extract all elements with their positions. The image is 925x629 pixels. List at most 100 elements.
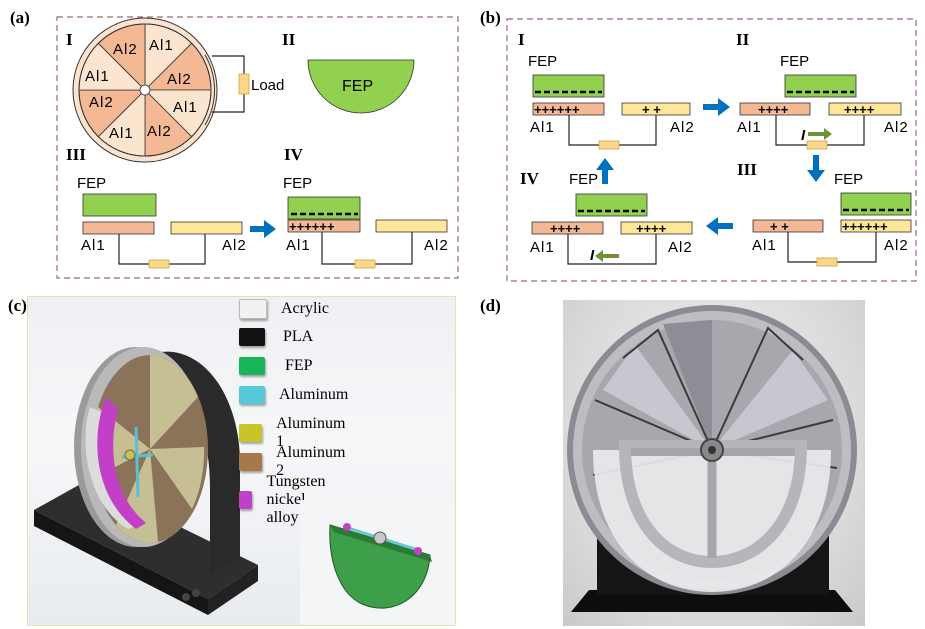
stage-iii-al1 xyxy=(82,221,155,235)
legend-swatch-aluminum-2 xyxy=(239,453,263,471)
b-ii-current-label: I xyxy=(801,127,806,144)
b-iii-al2-label: Al2 xyxy=(884,237,909,254)
b-iv-fep xyxy=(575,193,648,217)
b-stage-iv-label: IV xyxy=(520,169,540,188)
b-ii-load xyxy=(806,140,828,150)
b-ii-fep xyxy=(784,74,857,98)
disk-sector-al1-4: Al1 xyxy=(109,125,134,142)
stage-iv-al1-label: Al1 xyxy=(286,237,311,254)
b-iv-fep-label: FEP xyxy=(569,171,598,188)
load-resistor xyxy=(238,73,250,95)
panel-a-diagram: I II III IV Al2 Al1 Al1 Al2 Al2 Al1 Al1 … xyxy=(56,16,459,279)
disk-sector-al2-3: Al2 xyxy=(89,94,114,111)
fep-half-disk-label: FEP xyxy=(342,78,373,95)
b-stage-i-label: I xyxy=(518,30,525,49)
disk-sector-al1-2: Al1 xyxy=(85,68,110,85)
stage-iii-fep-label: FEP xyxy=(77,175,106,192)
panel-c-label: (c) xyxy=(8,296,27,315)
disk-sector-al1-3: Al1 xyxy=(173,99,198,116)
b-i-fep xyxy=(532,74,605,98)
fep-inset-render xyxy=(300,500,455,625)
legend-swatch-aluminum xyxy=(239,386,265,404)
arrow-ii-to-iii xyxy=(807,155,825,182)
panel-a-frame xyxy=(56,16,459,279)
stage-iv-fep-label: FEP xyxy=(283,175,312,192)
panel-b-label: (b) xyxy=(480,8,501,27)
b-iv-al1-label: Al1 xyxy=(530,239,555,256)
legend-item-acrylic: Acrylic xyxy=(239,299,329,319)
device-photo xyxy=(567,305,857,612)
legend-swatch-acrylic xyxy=(239,299,267,319)
disk-sector-al2-4: Al2 xyxy=(147,123,172,140)
disk-sector-al2-2: Al2 xyxy=(167,71,192,88)
b-iv-al2-charges: ++++ xyxy=(636,221,667,236)
stage-iv-fep xyxy=(287,196,361,220)
panel-c-render: Acrylic PLA FEP Aluminum Aluminum 1 Alum… xyxy=(27,296,456,626)
legend-label-aluminum: Aluminum xyxy=(279,386,349,403)
b-iii-al1-label: Al1 xyxy=(752,237,777,254)
legend-item-tungsten: Tungsten nickel alloy xyxy=(239,473,338,527)
load-label: Load xyxy=(251,77,284,94)
b-iii-fep-label: FEP xyxy=(834,171,863,188)
legend-swatch-pla xyxy=(239,328,265,346)
b-stage-iii-label: III xyxy=(737,160,757,179)
legend-item-fep: FEP xyxy=(239,357,313,375)
b-ii-al2 xyxy=(828,102,902,116)
stage-iii-al1-label: Al1 xyxy=(81,237,106,254)
b-iii-al1-charges: + + xyxy=(770,219,789,234)
b-ii-current-arrow xyxy=(808,128,832,140)
electrode-disk: Al2 Al1 Al1 Al2 Al2 Al1 Al1 Al2 xyxy=(72,17,218,163)
b-ii-fep-label: FEP xyxy=(780,53,809,70)
arrow-i-to-ii xyxy=(703,98,730,116)
disk-sector-al2-1: Al2 xyxy=(113,41,138,58)
b-i-wire xyxy=(568,115,657,146)
legend-label-acrylic: Acrylic xyxy=(281,300,329,317)
panel-a-label: (a) xyxy=(10,8,30,27)
b-iii-fep xyxy=(840,192,912,216)
stage-iii-load xyxy=(148,259,170,269)
stage-iv-al2 xyxy=(375,219,448,233)
legend-label-pla: PLA xyxy=(283,328,314,345)
b-ii-wire xyxy=(775,115,865,146)
stage-iv-al1-charges: ++++++ xyxy=(289,219,335,234)
stage-i-label: I xyxy=(66,30,73,49)
b-ii-al1-charges: ++++ xyxy=(758,102,789,117)
disk-sector-al1-1: Al1 xyxy=(149,37,174,54)
b-ii-al2-charges: ++++ xyxy=(844,102,875,117)
b-iii-load xyxy=(816,257,838,267)
legend-item-aluminum-2: Aluminum 2 xyxy=(239,444,348,480)
panel-b-diagram: I II III IV FEP ++++++ + + Al1 Al2 FEP +… xyxy=(506,18,917,282)
legend-swatch-tungsten xyxy=(239,491,253,509)
b-iii-wire xyxy=(787,232,877,263)
panel-d-photo xyxy=(563,300,865,626)
stage-iv-al2-label: Al2 xyxy=(424,237,449,254)
legend-item-aluminum: Aluminum xyxy=(239,386,348,404)
b-iv-al1-charges: ++++ xyxy=(550,221,581,236)
legend-item-aluminum-1: Aluminum 1 xyxy=(239,415,348,451)
b-ii-al1-label: Al1 xyxy=(737,119,762,136)
b-i-al2-charges: + + xyxy=(642,102,661,117)
legend-label-fep: FEP xyxy=(285,357,313,374)
b-i-al1-label: Al1 xyxy=(530,119,555,136)
panel-d-label: (d) xyxy=(480,296,501,315)
arrow-iii-to-iv-b xyxy=(706,217,733,235)
stage-ii-label: II xyxy=(282,30,296,49)
legend-label-aluminum-2: Aluminum 2 xyxy=(276,444,346,479)
device-3d-render xyxy=(34,347,258,615)
stage-iii-wire xyxy=(118,234,206,265)
b-iv-current-arrow xyxy=(595,250,619,262)
panel-b-frame xyxy=(506,18,917,282)
b-i-fep-label: FEP xyxy=(528,53,557,70)
b-i-al2-label: Al2 xyxy=(670,119,695,136)
legend-item-pla: PLA xyxy=(239,328,313,346)
arrow-iii-to-iv xyxy=(250,220,276,238)
legend-label-aluminum-1: Aluminum 1 xyxy=(276,415,346,450)
arrow-iv-to-i xyxy=(596,158,614,184)
b-iv-al2-label: Al2 xyxy=(668,239,693,256)
b-iv-wire xyxy=(567,234,657,265)
legend-label-tungsten: Tungsten nickel alloy xyxy=(266,473,326,526)
stage-iii-label: III xyxy=(66,145,86,164)
b-i-load xyxy=(598,140,620,150)
stage-iv-al1 xyxy=(287,219,361,233)
stage-iii-al2 xyxy=(170,221,243,235)
